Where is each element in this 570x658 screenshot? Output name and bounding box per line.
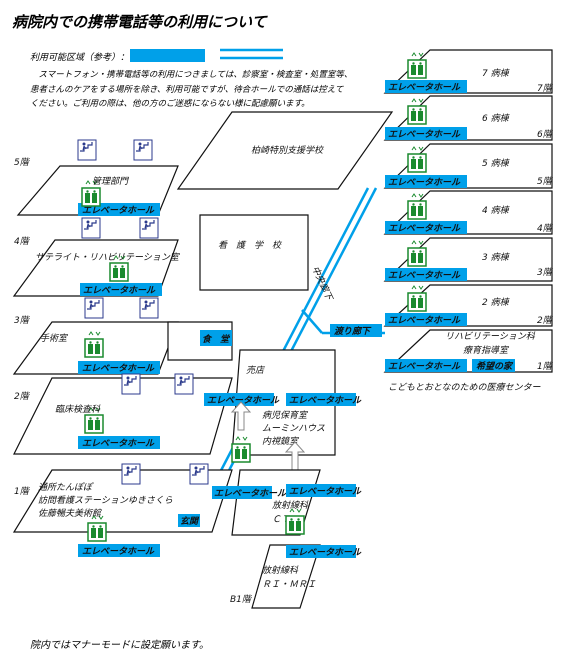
- floor-label: 1階: [14, 486, 31, 497]
- room-label: 訪問看護ステーションゆきさくら: [38, 495, 173, 506]
- room-label: 管理部門: [92, 176, 130, 187]
- floor-label: 2階: [537, 315, 554, 326]
- ward-elevator-hall: エレベータホール: [388, 177, 461, 188]
- footer-note: 院内ではマナーモードに設定願います。: [30, 639, 209, 651]
- elevator-hall: エレベータホール: [82, 546, 155, 557]
- room-label: サテライト・リハビリテーション室: [35, 252, 181, 263]
- stairs-icon: [139, 217, 159, 239]
- walkway: 渡り廊下: [301, 309, 385, 337]
- elevator-hall: エレベータホール: [289, 486, 362, 497]
- stairs-icon: [139, 297, 159, 319]
- elevator-hall: エレベータホール: [289, 547, 362, 558]
- central-corridor-label: 中央廊下: [309, 265, 335, 304]
- stairs-icon: [133, 139, 153, 161]
- floor-label: 2階: [14, 391, 31, 402]
- room-label: 佐藤暢夫美術館: [38, 508, 103, 519]
- floor-label: 4階: [14, 236, 31, 247]
- floor-label: 3階: [14, 315, 31, 326]
- ward-label: 6 病棟: [482, 113, 511, 124]
- legend-area-swatch: [130, 49, 205, 62]
- ward-elevator-hall: エレベータホール: [388, 315, 461, 326]
- room-label: 放射線科: [272, 500, 309, 511]
- walkway-label: 渡り廊下: [334, 326, 372, 337]
- notice-line-3: ください。ご利用の際は、他の方のご迷惑にならない様に配慮願います。: [30, 98, 310, 109]
- floor-label: 4階: [537, 223, 554, 234]
- elevator-hall: エレベータホール: [289, 395, 362, 406]
- nursing-school: [199, 214, 309, 291]
- room-label: ムーミンハウス: [262, 423, 325, 434]
- notice-line-2: 患者さんのケアをする場所を除き、利用可能ですが、待合ホールでの通話は控えて: [30, 84, 345, 95]
- page-title: 病院内での携帯電話等の利用について: [12, 13, 269, 31]
- ward-elevator-hall: エレベータホール: [388, 82, 461, 93]
- left-building: エレベータホール 管理部門 5階 エレベータホール サテライト・リハビリテーショ…: [12, 139, 233, 557]
- center-caption: こどもとおとなのための医療センター: [388, 382, 542, 393]
- stairs-icon: [174, 373, 194, 395]
- elevator-hall: エレベータホール: [82, 438, 155, 449]
- stairs-icon: [77, 139, 97, 161]
- ward-label: 5 病棟: [482, 158, 511, 169]
- room-label: 内視鏡室: [262, 436, 300, 447]
- room-label: 放射線科: [262, 565, 299, 576]
- ward-label: 7 病棟: [482, 68, 511, 79]
- floor-label: 3階: [537, 267, 554, 278]
- special-school: [176, 111, 394, 190]
- stairs-icon: [81, 217, 101, 239]
- entrance: 玄関: [180, 516, 200, 527]
- stairs-icon: [189, 463, 209, 485]
- ryoiku-room: 療育指導室: [463, 345, 510, 356]
- ward-elevator-hall: エレベータホール: [388, 129, 461, 140]
- elevator-hall: エレベータホール: [207, 395, 280, 406]
- ward-elevator-hall: エレベータホール: [388, 223, 461, 234]
- floor-label: B1階: [230, 594, 253, 605]
- room-label: 通所たんぽぽ: [38, 482, 94, 493]
- notice-line-1: スマートフォン・携帯電話等の利用につきましては、診察室・検査室・処置室等、: [30, 69, 352, 80]
- legend-label: 利用可能区域（参考）：: [30, 52, 129, 63]
- shop: 売店: [246, 365, 266, 376]
- stairs-icon: [121, 463, 141, 485]
- ward-elevator-hall: エレベータホール: [388, 270, 461, 281]
- cafeteria: 食 堂: [202, 334, 231, 345]
- right-building: エレベータホール 7 病棟 7階 エレベータホール 6 病棟 6階 エレベータホ…: [383, 49, 554, 393]
- floor-label: 6階: [537, 129, 554, 140]
- ward-label: 2 病棟: [482, 297, 511, 308]
- elevator-icon: [407, 285, 427, 312]
- special-school-label: 柏崎特別支援学校: [251, 145, 325, 156]
- room-label: 臨床検査科: [55, 404, 101, 415]
- ward-label: 4 病棟: [482, 205, 511, 216]
- elevator-hall: エレベータホール: [82, 363, 155, 374]
- floor-label: 1階: [537, 361, 554, 372]
- floor-label: 5階: [537, 176, 554, 187]
- floor-label: 7階: [537, 83, 554, 94]
- room-label: ＣＴ: [272, 515, 290, 525]
- room-label: 病児保育室: [262, 410, 309, 421]
- center-column: 売店 エレベータホール エレベータホール 病児保育室 ムーミンハウス 内視鏡室 …: [204, 349, 362, 609]
- elevator-hall: エレベータホール: [83, 285, 156, 296]
- room-label: 手術室: [40, 333, 69, 344]
- floor-label: 5階: [14, 157, 31, 168]
- kibou-no-ie: 希望の家: [476, 361, 514, 372]
- ward-label: 3 病棟: [482, 252, 511, 263]
- stairs-icon: [121, 373, 141, 395]
- room-label: ＲＩ・ＭＲＩ: [262, 580, 316, 590]
- rehab-dept: リハビリテーション科: [445, 331, 536, 342]
- elevator-hall: エレベータホール: [82, 205, 155, 216]
- elevator-hall: エレベータホール: [214, 488, 287, 499]
- ward-elevator-hall: エレベータホール: [388, 361, 461, 372]
- nursing-school-label: 看 護 学 校: [218, 240, 283, 251]
- stairs-icon: [84, 297, 104, 319]
